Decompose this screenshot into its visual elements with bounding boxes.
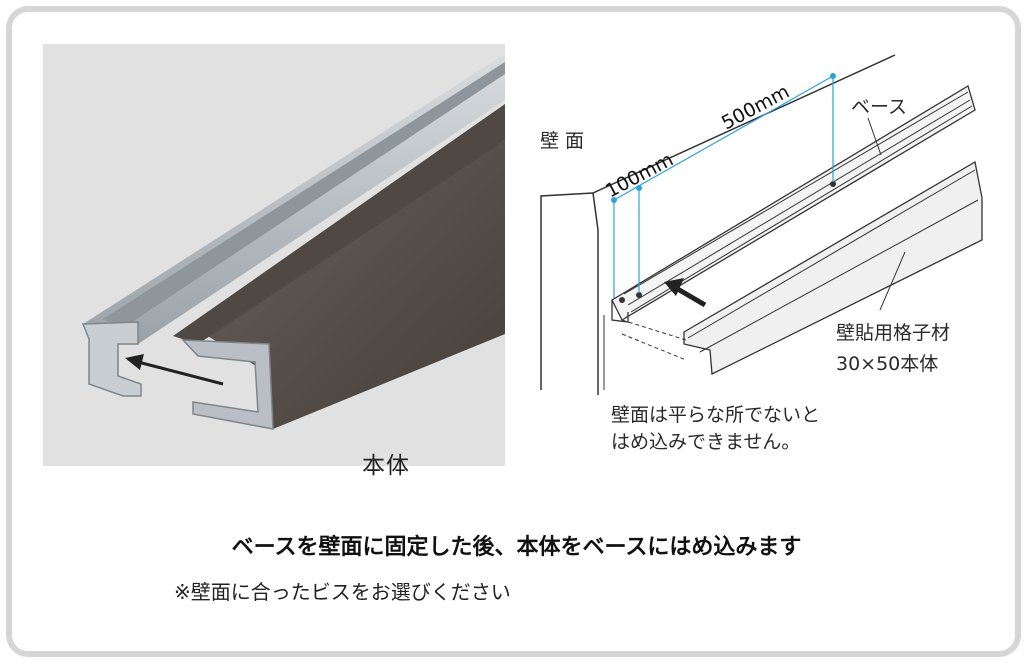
sub-caption: ※壁面に合ったビスをお選びください bbox=[174, 580, 511, 604]
screw-1 bbox=[619, 297, 625, 303]
main-caption: ベースを壁面に固定した後、本体をベースにはめ込みます bbox=[231, 535, 802, 560]
base-end-profile bbox=[81, 321, 142, 397]
body-wood-top bbox=[173, 104, 505, 344]
insert-arrow-head bbox=[125, 354, 144, 370]
material-name-label: 壁貼用格子材 bbox=[836, 322, 951, 344]
screw-3 bbox=[830, 181, 836, 187]
profile-photo-illustration bbox=[81, 54, 505, 430]
body-end-profile bbox=[181, 339, 274, 430]
base-label: ベース bbox=[851, 96, 908, 118]
wall-outline bbox=[540, 54, 896, 390]
body-wood-face bbox=[198, 140, 505, 429]
diagram-arrow-head bbox=[664, 278, 684, 296]
screw-2 bbox=[636, 292, 642, 298]
material-size-label: 30×50本体 bbox=[836, 353, 939, 375]
body-label: 本体 bbox=[362, 453, 410, 479]
wall-note-line1: 壁面は平らな所でないと bbox=[611, 404, 821, 426]
wall-note-line2: はめ込みできません。 bbox=[611, 431, 801, 453]
diagram-arrow-line bbox=[674, 285, 707, 308]
insert-arrow-line bbox=[137, 360, 224, 386]
product-photo: 本体 bbox=[43, 44, 505, 479]
body-channel-diagram bbox=[683, 160, 983, 376]
base-rail-diagram bbox=[611, 85, 976, 321]
wall-label: 壁面 bbox=[540, 130, 591, 152]
